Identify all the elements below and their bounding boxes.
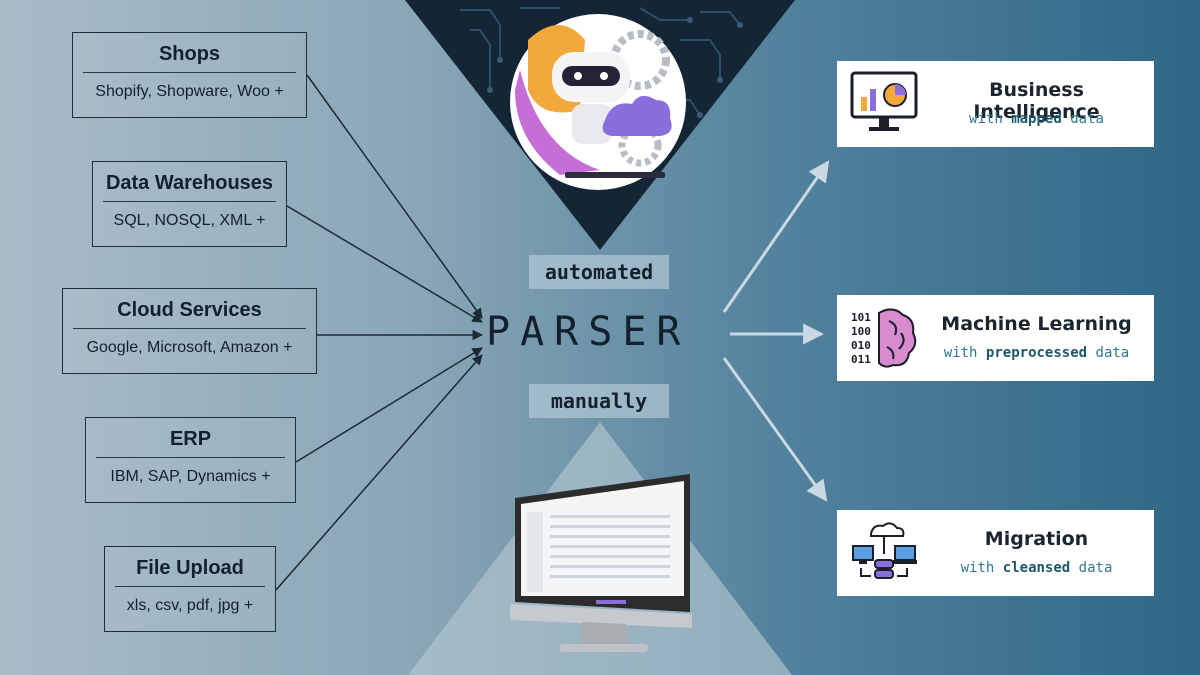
source-subtitle: Google, Microsoft, Amazon + [86,339,293,356]
automated-label: automated [529,255,669,289]
source-cloud-services: Cloud Services Google, Microsoft, Amazon… [62,288,317,374]
source-title: Cloud Services [73,299,306,329]
source-data-warehouses: Data Warehouses SQL, NOSQL, XML + [92,161,287,247]
parser-logo: PARSER [486,309,691,355]
robot-illustration [510,14,686,190]
source-file-upload: File Upload xls, csv, pdf, jpg + [104,546,276,632]
source-subtitle: SQL, NOSQL, XML + [113,212,266,229]
source-shops: Shops Shopify, Shopware, Woo + [72,32,307,118]
output-migration: Migration with cleansed data [837,510,1154,596]
input-arrows [275,74,484,591]
source-subtitle: Shopify, Shopware, Woo + [95,83,284,100]
output-subtitle: with cleansed data [960,560,1113,576]
svg-text:101: 101 [851,311,871,324]
output-business-intelligence: Business Intelligence with mapped data [837,61,1154,147]
source-title: ERP [96,428,285,458]
svg-text:011: 011 [851,353,871,366]
source-erp: ERP IBM, SAP, Dynamics + [85,417,296,503]
monitor-illustration [510,474,692,652]
output-title: Machine Learning [941,313,1132,335]
output-subtitle: with mapped data [969,111,1104,127]
output-subtitle: with preprocessed data [943,345,1130,361]
source-title: File Upload [115,557,265,587]
svg-text:100: 100 [851,325,871,338]
source-subtitle: xls, csv, pdf, jpg + [126,597,254,614]
output-title: Migration [984,528,1089,550]
dashboard-chart-icon [850,71,918,131]
output-title: Business Intelligence [973,79,1100,123]
manual-label: manually [529,384,669,418]
source-title: Shops [83,43,296,73]
cloud-network-icon [852,522,917,579]
source-title: Data Warehouses [103,172,276,202]
svg-text:010: 010 [851,339,871,352]
output-arrows [722,160,830,502]
source-subtitle: IBM, SAP, Dynamics + [110,468,271,485]
